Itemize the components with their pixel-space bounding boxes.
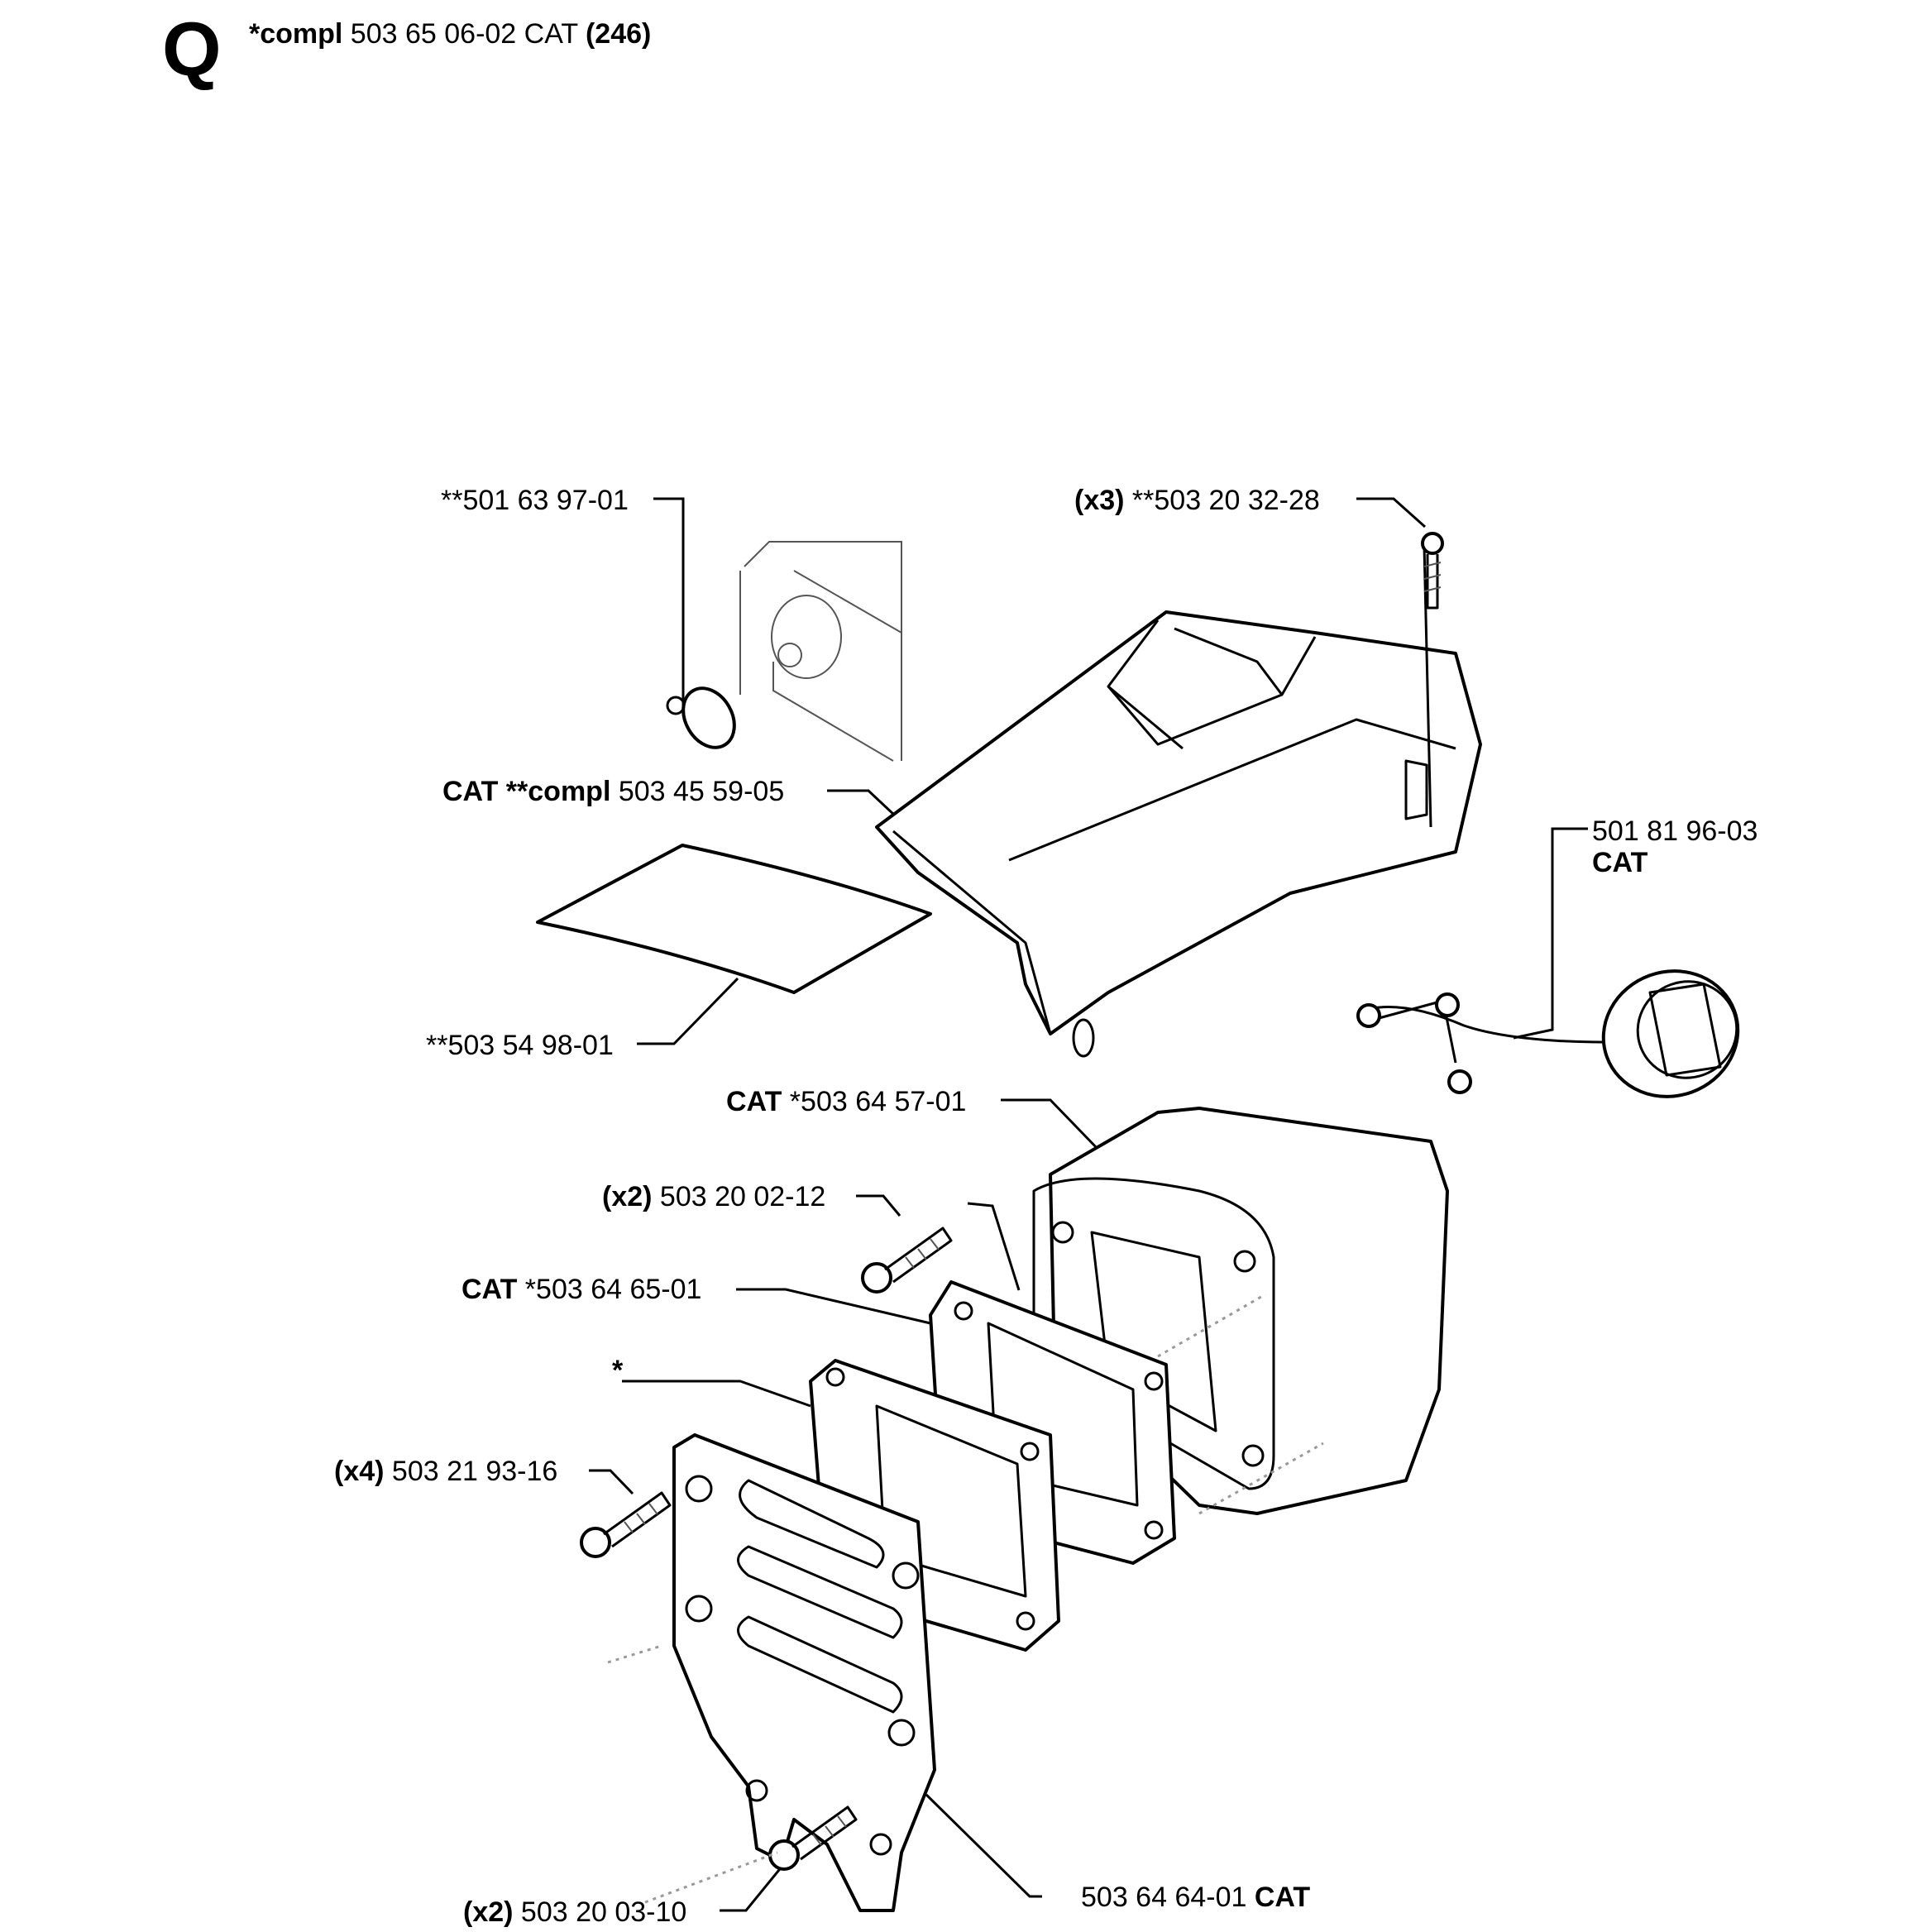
callout-501-63-97-01: **501 63 97-01 xyxy=(441,486,629,514)
leader-c6 xyxy=(1001,1098,1102,1153)
cover-screw xyxy=(1421,532,1444,610)
header-part-number: 503 65 06-02 CAT xyxy=(342,18,586,50)
leader-c1 xyxy=(653,497,685,708)
callout-bold-label: CAT **compl xyxy=(442,776,611,807)
engine-outline-sketch xyxy=(739,541,902,762)
callout-cat-label: CAT xyxy=(1592,847,1648,879)
callout-bold-label: CAT xyxy=(726,1086,782,1117)
callout-part-number: **501 63 97-01 xyxy=(441,485,629,516)
callout-part-number: 503 21 93-16 xyxy=(384,1456,558,1487)
leader-c2 xyxy=(1356,497,1427,528)
gasket-sheet xyxy=(536,844,932,994)
callout-qty: (x2) xyxy=(463,1896,514,1928)
section-header: *compl 503 65 06-02 CAT (246) xyxy=(249,20,651,48)
top-cover xyxy=(875,545,1482,1058)
leader-lines xyxy=(589,497,1588,1912)
assembly-axes xyxy=(607,1293,1324,1904)
header-qty: (246) xyxy=(585,18,652,50)
screw-x2-lower xyxy=(768,1805,858,1871)
callout-part-number: **503 20 32-28 xyxy=(1124,485,1320,516)
callout-part-number: 503 45 59-05 xyxy=(610,776,785,807)
leader-c10 xyxy=(589,1469,634,1495)
callout-503-64-57-01: CAT *503 64 57-01 xyxy=(726,1088,966,1116)
callout-503-21-93-16: (x4) 503 21 93-16 xyxy=(334,1457,557,1485)
callout-part-number: *503 64 57-01 xyxy=(782,1086,967,1117)
leader-c8 xyxy=(736,1288,931,1325)
callout-503-45-59-05: CAT **compl 503 45 59-05 xyxy=(442,777,784,806)
callout-part-number: 503 64 64-01 xyxy=(1081,1882,1255,1913)
leader-c4 xyxy=(1513,827,1588,1040)
leader-c7b xyxy=(967,1202,1021,1291)
callout-part-number: **503 54 98-01 xyxy=(426,1030,614,1061)
callout-part-number: 503 20 03-10 xyxy=(513,1896,687,1928)
leader-c7a xyxy=(856,1194,901,1217)
callout-503-54-98-01: **503 54 98-01 xyxy=(426,1031,614,1059)
callout-part-number: 501 81 96-03 xyxy=(1592,815,1758,847)
callout-503-20-03-10: (x2) 503 20 03-10 xyxy=(463,1898,686,1926)
screw-x2-upper xyxy=(861,1227,953,1294)
leader-c5 xyxy=(637,977,739,1045)
leader-c9 xyxy=(622,1380,811,1408)
callout-501-81-96-03: 501 81 96-03 CAT xyxy=(1592,815,1757,878)
callout-asterisk: * xyxy=(612,1356,623,1384)
fuel-cap xyxy=(1356,969,1740,1098)
callout-part-number: 503 20 02-12 xyxy=(652,1181,826,1212)
callout-503-64-65-01: CAT *503 64 65-01 xyxy=(461,1275,701,1303)
callout-part-number: * xyxy=(612,1355,624,1386)
deflector-plate xyxy=(672,1433,936,1912)
callout-cat-label: CAT xyxy=(1254,1882,1311,1913)
section-letter: Q xyxy=(162,7,222,92)
leader-c3 xyxy=(827,789,897,817)
callout-503-64-64-01: 503 64 64-01 CAT xyxy=(1081,1883,1310,1911)
header-compl: *compl xyxy=(249,18,343,50)
callout-qty: (x3) xyxy=(1074,485,1125,516)
callout-qty: (x2) xyxy=(602,1181,653,1212)
screw-x4 xyxy=(580,1491,672,1558)
plug-cap xyxy=(666,686,736,749)
leader-c11 xyxy=(925,1793,1042,1898)
callout-qty: (x4) xyxy=(334,1456,385,1487)
callout-503-20-02-12: (x2) 503 20 02-12 xyxy=(602,1183,825,1211)
callout-503-20-32-28: (x3) **503 20 32-28 xyxy=(1074,486,1320,514)
callout-part-number: *503 64 65-01 xyxy=(517,1274,702,1305)
leader-c12 xyxy=(720,1856,791,1912)
callout-bold-label: CAT xyxy=(461,1274,518,1305)
